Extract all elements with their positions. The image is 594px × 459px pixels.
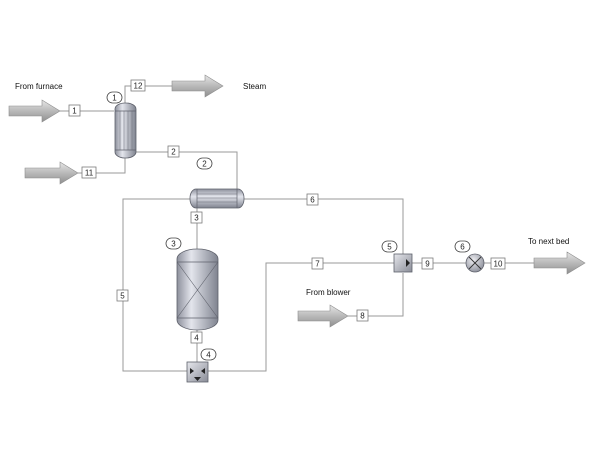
stream-label-4: 4 [190, 331, 203, 344]
stream-label-1: 1 [68, 104, 81, 117]
svg-text:4: 4 [206, 351, 211, 360]
from-blower-label: From blower [306, 288, 351, 297]
unit-label-3: 3 [165, 237, 182, 250]
svg-text:6: 6 [310, 196, 315, 205]
pipe-stream-12 [124, 85, 175, 103]
pipe-stream-6 [244, 198, 404, 254]
flow-arrow-icon [297, 304, 349, 328]
stream-label-9: 9 [421, 257, 434, 270]
pipe-stream-5 [122, 198, 190, 372]
svg-text:5: 5 [387, 243, 392, 252]
stream-labels: 1 2 3 4 5 6 7 8 9 10 11 12 [68, 79, 506, 344]
stream-label-10: 10 [490, 257, 506, 270]
unit-label-4: 4 [200, 348, 217, 361]
pipe-stream-8 [348, 273, 404, 317]
svg-text:2: 2 [171, 148, 176, 157]
svg-text:11: 11 [85, 169, 94, 178]
stream-label-3: 3 [190, 211, 203, 224]
stream-label-2: 2 [167, 145, 180, 158]
mixer-icon [393, 253, 413, 273]
steam-label: Steam [243, 82, 266, 91]
flow-arrow-icon [8, 99, 61, 123]
unit-labels: 1 2 3 4 5 6 [106, 91, 471, 361]
from-furnace-label: From furnace [15, 82, 63, 91]
svg-text:5: 5 [120, 292, 125, 301]
unit-label-1: 1 [106, 91, 123, 104]
svg-text:4: 4 [194, 334, 199, 343]
splitter-icon [186, 361, 209, 383]
svg-text:2: 2 [202, 160, 207, 169]
svg-text:9: 9 [425, 260, 430, 269]
stream-label-12: 12 [130, 79, 146, 92]
stream-label-5: 5 [116, 289, 129, 302]
stream-label-8: 8 [356, 309, 369, 322]
heat-exchanger-icon [189, 188, 245, 209]
svg-text:1: 1 [72, 107, 77, 116]
svg-text:10: 10 [494, 260, 503, 269]
boiler-icon [114, 102, 137, 159]
stream-label-11: 11 [81, 166, 97, 179]
svg-text:3: 3 [194, 214, 199, 223]
unit-label-6: 6 [454, 240, 471, 253]
stream-label-6: 6 [306, 193, 319, 206]
flow-arrow-icon [171, 74, 224, 98]
svg-text:12: 12 [134, 82, 143, 91]
pipe-stream-7 [208, 262, 394, 372]
unit-label-2: 2 [196, 157, 213, 170]
svg-text:8: 8 [360, 312, 365, 321]
to-next-bed-label: To next bed [528, 237, 569, 246]
svg-text:3: 3 [171, 240, 176, 249]
flow-arrow-icon [533, 251, 586, 275]
reactor-vessel-icon [176, 248, 219, 331]
flow-arrows [8, 74, 586, 328]
svg-text:6: 6 [460, 243, 465, 252]
unit-label-5: 5 [381, 240, 398, 253]
svg-text:1: 1 [112, 94, 117, 103]
stream-label-7: 7 [311, 257, 324, 270]
valve-icon [465, 253, 485, 273]
pipe-stream-2 [136, 151, 238, 190]
svg-text:7: 7 [315, 260, 320, 269]
flow-arrow-icon [24, 161, 79, 185]
